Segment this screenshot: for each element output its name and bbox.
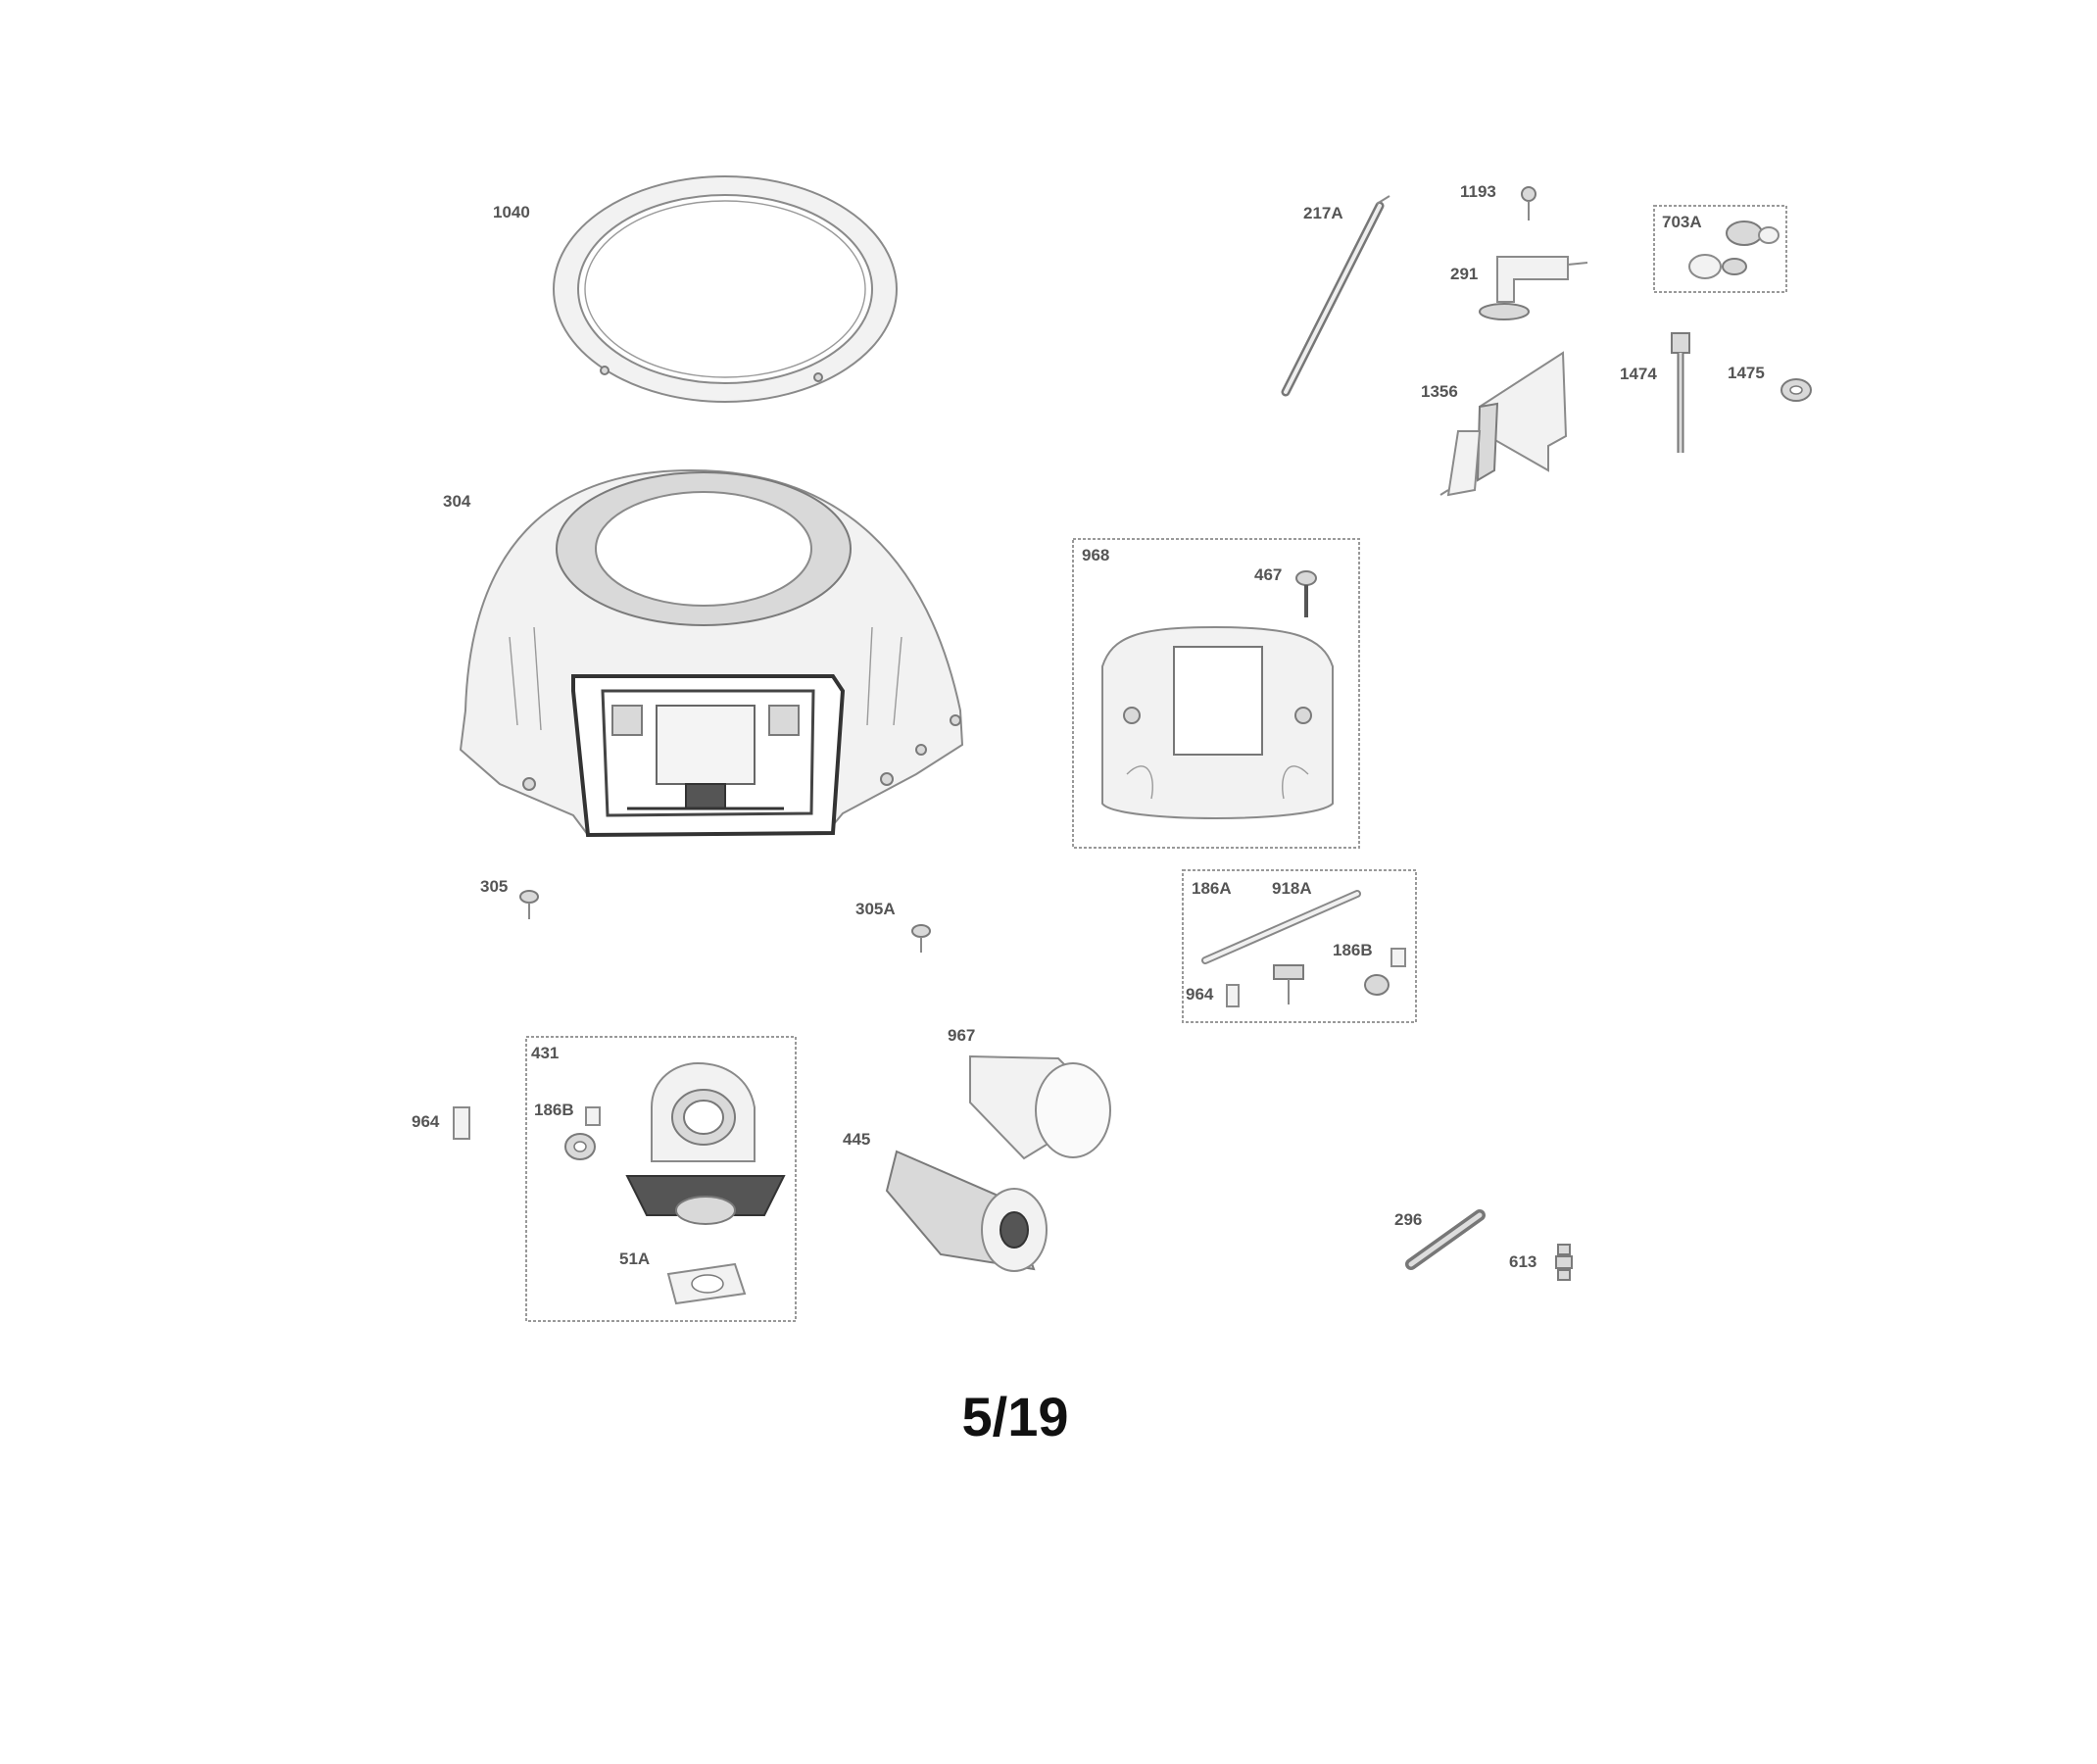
part-445-filter-cartridge <box>885 1150 1048 1272</box>
part-964-kit-spacer <box>1226 984 1240 1007</box>
part-967-pre-cleaner <box>969 1054 1111 1160</box>
part-467-screw <box>1295 570 1317 617</box>
label-964: 964 <box>412 1112 440 1131</box>
kit-box-186A <box>1182 869 1417 1023</box>
part-918A-link-rod <box>1201 890 1361 964</box>
label-703A: 703A <box>1662 213 1702 231</box>
label-1474: 1474 <box>1620 365 1657 383</box>
label-186B: 186B <box>534 1101 574 1119</box>
label-445: 445 <box>843 1130 870 1149</box>
part-186A-clip <box>1273 964 1304 1004</box>
kit-box-703A <box>1653 205 1787 293</box>
label-296: 296 <box>1394 1210 1422 1229</box>
part-186B-nut <box>564 1106 601 1160</box>
part-305A-screw <box>911 924 931 953</box>
part-217A-dipstick-tube <box>1281 195 1390 397</box>
label-1193: 1193 <box>1460 182 1496 201</box>
part-1475-nut <box>1780 378 1812 402</box>
label-304: 304 <box>443 492 471 511</box>
kit-box-431 <box>525 1036 797 1322</box>
label-431: 431 <box>531 1044 559 1062</box>
label-305: 305 <box>480 877 508 896</box>
label-291: 291 <box>1450 265 1478 283</box>
part-305-screw <box>519 890 539 919</box>
label-918A: 918A <box>1272 879 1312 898</box>
part-296-stud <box>1405 1209 1486 1270</box>
label-305A: 305A <box>855 900 896 918</box>
part-1040-ring <box>553 175 898 403</box>
label-1475: 1475 <box>1728 364 1765 382</box>
part-964-spacer <box>453 1106 470 1140</box>
label-1356: 1356 <box>1421 382 1458 401</box>
part-1474-bolt <box>1671 332 1690 453</box>
part-51A-gasket <box>666 1262 747 1305</box>
part-1193-screw <box>1521 186 1536 220</box>
page-number: 5/19 <box>962 1386 1069 1447</box>
part-968-cover <box>1101 625 1334 819</box>
label-217A: 217A <box>1303 204 1343 222</box>
label-613: 613 <box>1509 1252 1536 1271</box>
part-304-blower-housing <box>459 468 964 838</box>
label-186B-kit: 186B <box>1333 941 1373 959</box>
label-51A: 51A <box>619 1250 650 1268</box>
part-613-nut <box>1555 1244 1573 1281</box>
label-967: 967 <box>948 1026 975 1045</box>
part-186B-kit-nut <box>1364 948 1406 996</box>
part-703A-bushings <box>1688 220 1780 279</box>
part-431-filter-base <box>625 1061 786 1225</box>
kit-box-968 <box>1072 538 1360 849</box>
label-964-kit: 964 <box>1186 985 1214 1004</box>
part-291-bracket <box>1479 256 1588 320</box>
label-968: 968 <box>1082 546 1109 564</box>
label-1040: 1040 <box>493 203 530 221</box>
part-1356-guard <box>1439 351 1568 497</box>
label-186A: 186A <box>1192 879 1232 898</box>
label-467: 467 <box>1254 565 1282 584</box>
